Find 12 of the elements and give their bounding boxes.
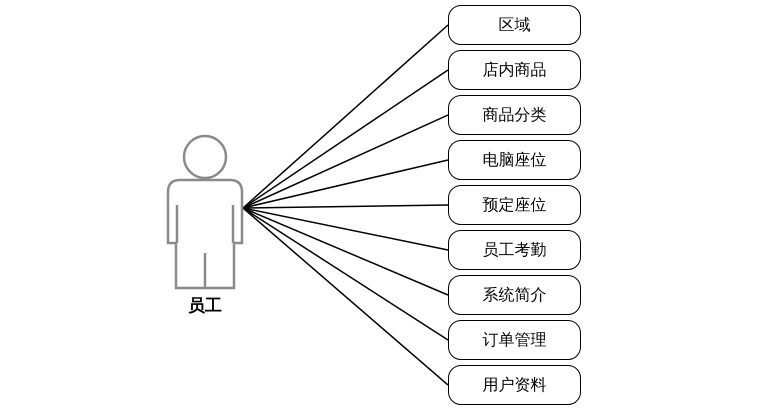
- connector-line: [242, 207, 448, 386]
- use-case-box: 员工考勤: [448, 230, 581, 270]
- actor-label: 员工: [188, 296, 222, 316]
- use-case-box: 店内商品: [448, 50, 581, 90]
- use-case-box: 区域: [448, 5, 581, 45]
- use-case-box: 订单管理: [448, 320, 581, 360]
- use-case-box: 商品分类: [448, 95, 581, 135]
- use-case-box: 预定座位: [448, 185, 581, 225]
- connector-line: [242, 24, 448, 209]
- use-case-box: 用户资料: [448, 365, 581, 405]
- use-case-box: 系统简介: [448, 275, 581, 315]
- use-case-box: 电脑座位: [448, 140, 581, 180]
